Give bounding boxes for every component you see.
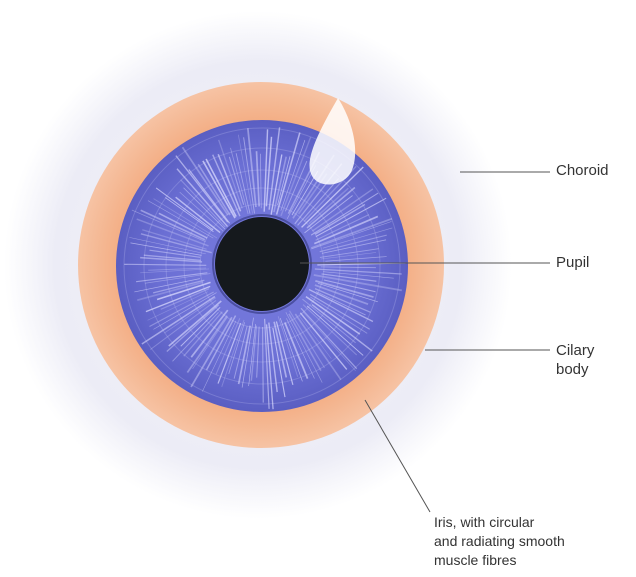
ciliary-body-label-line1: Cilary xyxy=(556,341,594,360)
iris-label: Iris, with circular and radiating smooth… xyxy=(434,513,565,570)
choroid-label: Choroid xyxy=(556,161,609,180)
iris-label-line3: muscle fibres xyxy=(434,551,565,570)
pupil-label: Pupil xyxy=(556,253,589,272)
ciliary-body-label: Cilary body xyxy=(556,341,594,379)
ciliary-body-label-line2: body xyxy=(556,360,594,379)
pupil-disc xyxy=(215,217,309,311)
iris-label-line2: and radiating smooth xyxy=(434,532,565,551)
iris-label-line1: Iris, with circular xyxy=(434,513,565,532)
iris-radial-fibre xyxy=(263,327,264,403)
